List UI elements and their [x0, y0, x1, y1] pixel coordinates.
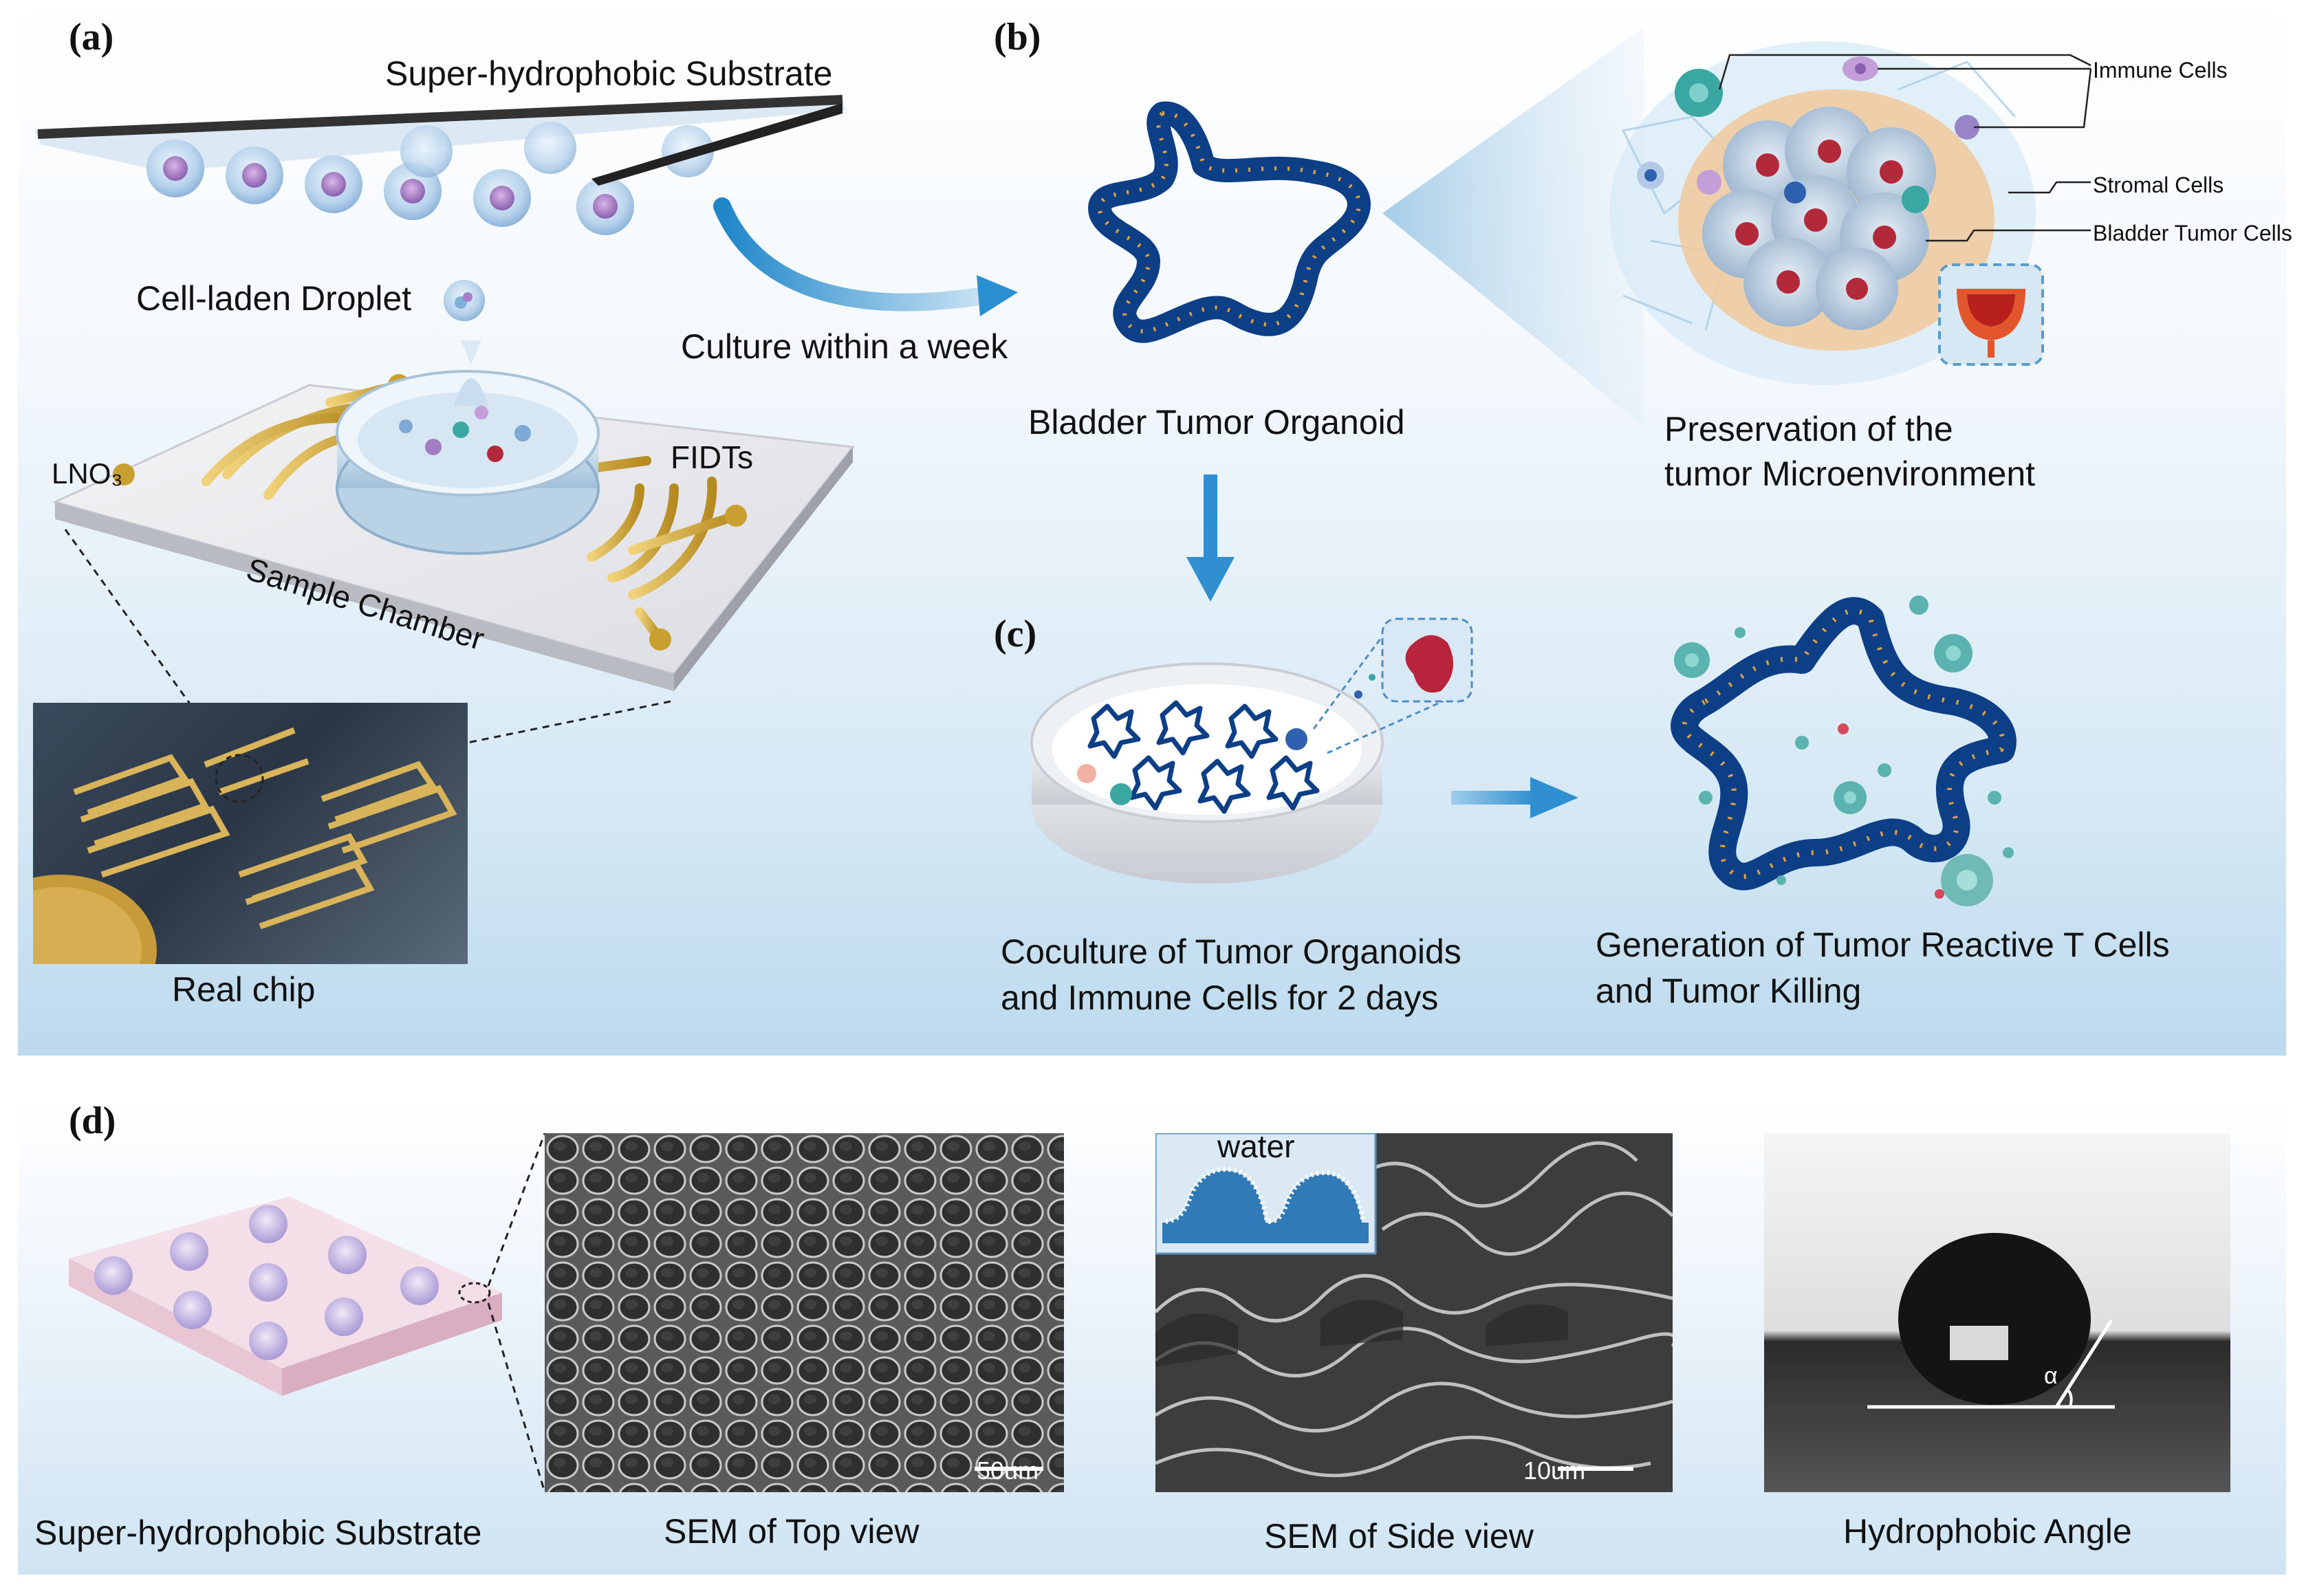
culture-arrow [713, 197, 1018, 316]
preservation-line1: Preservation of the [1664, 410, 1953, 448]
cell-droplet-label: Cell-laden Droplet [136, 279, 412, 318]
fidt-chip-illustration [52, 340, 855, 691]
coculture-line1: Coculture of Tumor Organoids [1001, 932, 1461, 971]
generation-line1: Generation of Tumor Reactive T Cells [1596, 926, 2170, 964]
generation-line2: and Tumor Killing [1596, 972, 1862, 1010]
sem-top-label: SEM of Top view [664, 1512, 920, 1551]
lno3-label: LNO₃ [52, 457, 123, 490]
sem-side-label: SEM of Side view [1264, 1517, 1534, 1555]
down-arrow [1186, 474, 1235, 602]
hydrophobic-angle-label: Hydrophobic Angle [1843, 1512, 2132, 1551]
bladder-tumor-cells-label: Bladder Tumor Cells [2093, 221, 2292, 245]
substrate-droplet-array [69, 1196, 502, 1396]
bladder-tumor-organoid [1088, 101, 1371, 343]
tumor-killing-organoid [1671, 595, 2017, 906]
panel-label-b: (b) [994, 16, 1041, 58]
water-label: water [1217, 1128, 1295, 1164]
sem-top-view-image [545, 1133, 1064, 1492]
sem-side-view-image [1155, 1133, 1673, 1492]
cell-droplet-icon [444, 280, 485, 321]
stromal-cells-label: Stromal Cells [2093, 173, 2224, 197]
tumor-microenvironment [1609, 41, 2092, 385]
panel-label-d: (d) [69, 1100, 116, 1142]
immune-cells-label: Immune Cells [2093, 58, 2228, 83]
preservation-line2: tumor Microenvironment [1664, 455, 2036, 493]
sem-top-scale: 50um [977, 1456, 1039, 1485]
panel-label-a: (a) [69, 16, 114, 58]
coculture-dish [1030, 617, 1473, 884]
panel-label-c: (c) [994, 613, 1037, 655]
coculture-line2: and Immune Cells for 2 days [1001, 979, 1439, 1017]
culture-arrow-label: Culture within a week [681, 327, 1008, 366]
right-arrow [1451, 777, 1578, 818]
real-chip-photo [33, 703, 468, 964]
substrate-label-d: Super-hydrophobic Substrate [34, 1513, 482, 1552]
alpha-label: α [2044, 1363, 2058, 1389]
fidts-label: FIDTs [671, 439, 754, 475]
magnify-cone [1382, 28, 1644, 426]
substrate-title: Super-hydrophobic Substrate [385, 54, 833, 93]
organoid-label: Bladder Tumor Organoid [1028, 403, 1405, 441]
substrate-plate-illustration [34, 95, 846, 235]
hanging-droplets [146, 122, 714, 235]
contact-angle-image [1764, 1133, 2230, 1492]
real-chip-label: Real chip [172, 970, 316, 1009]
sem-side-scale: 10um [1523, 1456, 1586, 1485]
